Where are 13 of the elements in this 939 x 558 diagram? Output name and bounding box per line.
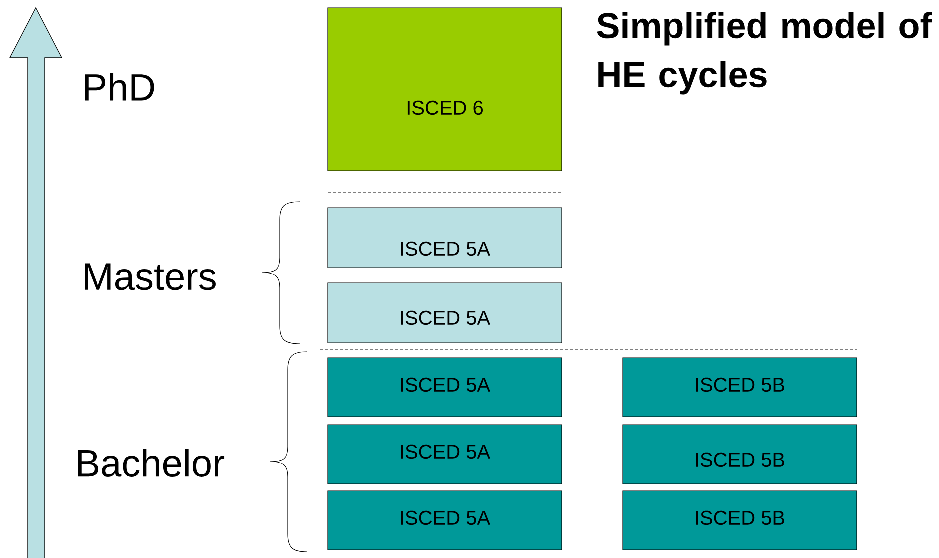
level-label: Masters	[85, 264, 216, 290]
level-box: ISCED 5A	[328, 358, 562, 418]
level-box: ISCED 5B	[622, 358, 858, 418]
level-box: ISCED 5B	[622, 490, 858, 550]
level-box: ISCED 5A	[328, 282, 562, 344]
level-box: ISCED 6	[328, 8, 562, 172]
level-box: ISCED 5A	[328, 490, 562, 550]
level-box: ISCED 5A	[328, 424, 562, 484]
title: Simplified model of HE cycles	[597, 12, 932, 95]
level-box: ISCED 5B	[622, 424, 858, 484]
level-label: PhD	[85, 73, 154, 101]
level-box: ISCED 5A	[328, 208, 562, 268]
level-label: Bachelor	[78, 449, 225, 477]
